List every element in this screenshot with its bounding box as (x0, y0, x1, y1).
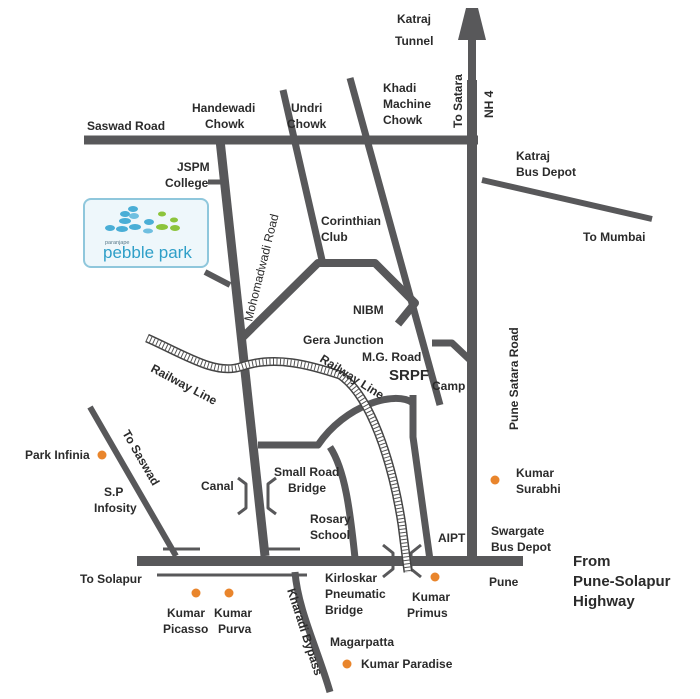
poi-kumar-picasso-icon (191, 588, 201, 598)
label-to-saswad: To Saswad (119, 428, 162, 489)
label-camp: Camp (432, 379, 465, 393)
label-handewadi-chowk: Handewadi Chowk (192, 101, 259, 131)
label-kumar-paradise: Kumar Paradise (361, 657, 453, 671)
label-to-satara: To Satara (451, 74, 465, 128)
poi-kumar-primus-icon (430, 572, 440, 582)
corinthian-road (237, 259, 419, 343)
label-kumar-picasso: Kumar Picasso (163, 606, 208, 636)
label-small-road-bridge: Small Road Bridge (274, 465, 343, 495)
railway-track-outline (145, 333, 413, 573)
rosary-road (327, 445, 359, 559)
logo-brand-text: pebble park (103, 243, 192, 262)
label-magarpatta: Magarpatta (330, 635, 394, 649)
railway-track-ties (145, 335, 411, 573)
bridge-markers (157, 476, 422, 579)
label-katraj-bus-depot: Katraj Bus Depot (516, 149, 576, 179)
canal-right-bracket (266, 476, 277, 516)
label-kirloskar-pneumatic-bridge: Kirloskar Pneumatic Bridge (325, 571, 389, 617)
logo-spur (203, 269, 232, 288)
road-to-mumbai (481, 177, 653, 222)
north-arrow-icon (458, 8, 486, 84)
label-jspm-college: JSPM College (165, 160, 213, 190)
label-rosary-school: Rosary School (310, 512, 354, 542)
undri-road (279, 89, 326, 261)
label-kumar-purva: Kumar Purva (214, 606, 255, 636)
label-pune-satara-road: Pune Satara Road (507, 327, 521, 430)
label-from-pune-solapur-highway: From Pune-Solapur Highway (573, 553, 675, 610)
label-corinthian-club: Corinthian Club (321, 214, 384, 244)
pebble-stones-icon (105, 206, 180, 234)
label-park-infinia: Park Infinia (25, 448, 90, 462)
map-labels: Katraj Tunnel Khadi Machine Chowk Undri … (25, 12, 675, 678)
railway-track-fill (145, 335, 411, 573)
small-road-bridge-road (258, 394, 416, 449)
poi-park-infinia-icon (97, 450, 107, 460)
logo-small-text: paranjape (105, 240, 129, 246)
canal-left-bracket (237, 476, 248, 516)
poi-kumar-surabhi-icon (490, 475, 500, 485)
railway-line (145, 333, 413, 573)
label-khadi-machine-chowk: Khadi Machine Chowk (383, 81, 434, 127)
poi-kumar-paradise-icon (342, 659, 352, 669)
label-katraj-tunnel: Katraj Tunnel (395, 12, 434, 48)
kirloskar-bridge-left (382, 543, 395, 579)
label-aipt: AIPT (438, 531, 466, 545)
label-kharadi-bypass: Kharadi Bypass (284, 587, 325, 678)
poi-kumar-purva-icon (224, 588, 234, 598)
kharadi-bypass (291, 571, 334, 693)
label-nh4: NH 4 (482, 90, 496, 118)
srpf-road (409, 395, 434, 561)
label-saswad-road: Saswad Road (87, 119, 165, 133)
label-sp-infosity: S.P Infosity (94, 485, 137, 515)
label-gera-junction: Gera Junction (303, 333, 384, 347)
label-to-solapur: To Solapur (80, 572, 142, 586)
mohomadwadi-road (215, 139, 270, 557)
khadi-machine-road (346, 77, 444, 406)
pebble-park-logo: paranjape pebble park (83, 198, 209, 268)
label-canal: Canal (201, 479, 234, 493)
to-saswad-road (87, 405, 179, 558)
label-swargate-bus-depot: Swargate Bus Depot (491, 524, 551, 554)
label-pune: Pune (489, 575, 519, 589)
mg-road (432, 339, 473, 363)
label-srpf: SRPF (389, 367, 429, 384)
poi-markers (97, 450, 500, 669)
label-mg-road: M.G. Road (362, 350, 421, 364)
label-kumar-surabhi: Kumar Surabhi (516, 466, 561, 496)
label-undri-chowk: Undri Chowk (287, 101, 327, 131)
road-network (84, 77, 653, 693)
label-nibm: NIBM (353, 303, 384, 317)
label-kumar-primus: Kumar Primus (407, 590, 453, 620)
label-to-mumbai: To Mumbai (583, 230, 645, 244)
